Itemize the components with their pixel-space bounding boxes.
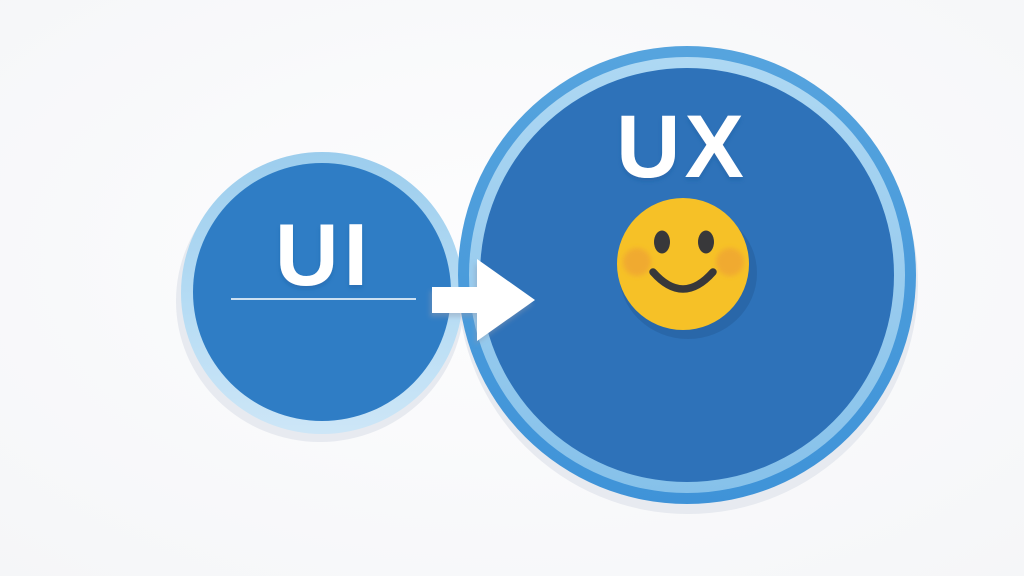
ux-label: UX xyxy=(616,96,748,196)
smiley-head xyxy=(617,198,749,330)
smiley-cheek-left xyxy=(623,248,651,276)
smiley-cheek-right xyxy=(716,248,744,276)
ux-circle: UX xyxy=(458,46,918,514)
smiley-face-icon xyxy=(617,198,757,339)
smiley-mouth xyxy=(649,268,717,293)
ui-label: UI xyxy=(275,205,373,304)
ui-circle: UI xyxy=(176,152,464,442)
smiley-eye-right xyxy=(698,230,714,254)
right-arrow-icon xyxy=(432,259,535,341)
ui-circle-fill xyxy=(193,163,451,421)
smiley-eye-left xyxy=(654,230,670,254)
